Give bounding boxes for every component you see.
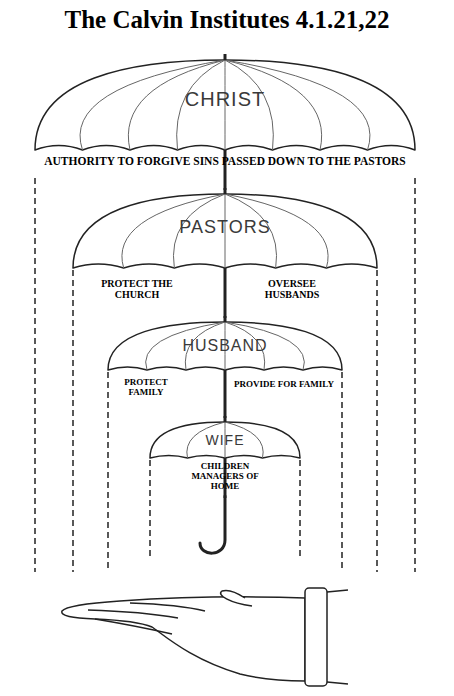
umbrella-label: CHRIST (3, 88, 447, 111)
dashed-line (299, 460, 301, 556)
umbrella-note: PROVIDE FOR FAMILY (228, 380, 340, 390)
hand-outline (62, 597, 305, 681)
umbrella-label: PASTORS (65, 217, 385, 238)
shirt-cuff (305, 588, 327, 686)
shaft-line (224, 403, 227, 418)
umbrella-note: PROTECT FAMILY (112, 378, 180, 398)
shaft-connector (225, 302, 226, 318)
diagram-title: The Calvin Institutes 4.1.21,22 (0, 6, 454, 34)
umbrella-node: HUSBAND PROTECT FAMILY PROVIDE FOR FAMILY (100, 318, 350, 403)
dashed-line (72, 270, 74, 572)
umbrella-note: PROTECT THE CHURCH (85, 278, 189, 300)
open-hand (62, 588, 348, 686)
umbrella-handle (200, 496, 225, 553)
finger-line (130, 603, 205, 611)
umbrella-node: WIFE CHILDREN MANAGERS OF HOME (143, 418, 307, 498)
dashed-line (34, 178, 36, 572)
umbrella-shaft (224, 370, 227, 403)
umbrella-shaft (224, 268, 227, 302)
finger-line (95, 619, 172, 634)
shaft-connector (225, 177, 226, 190)
dashed-line (341, 372, 343, 572)
umbrella-note: CHILDREN MANAGERS OF HOME (183, 462, 267, 492)
dashed-line (107, 372, 109, 572)
thumb (221, 590, 252, 606)
shaft-line (224, 302, 227, 318)
umbrella-node: PASTORS PROTECT THE CHURCH OVERSEE HUSBAND… (65, 190, 385, 302)
umbrella-tip (224, 54, 227, 60)
dashed-line (376, 270, 378, 572)
umbrella-node: CHRIST AUTHORITY TO FORGIVE SINS PASSED D… (3, 52, 447, 177)
umbrella-note: AUTHORITY TO FORGIVE SINS PASSED DOWN TO… (3, 155, 447, 168)
finger-line (88, 610, 178, 618)
umbrella-note: OVERSEE HUSBANDS (245, 278, 339, 300)
dashed-guides (35, 178, 415, 572)
dashed-line (414, 178, 416, 572)
sleeve-edge (327, 590, 348, 684)
dashed-line (149, 460, 151, 556)
umbrella-label: HUSBAND (100, 337, 350, 355)
shaft-line (224, 177, 227, 190)
shaft-connector (225, 403, 226, 418)
umbrella-label: WIFE (143, 432, 307, 448)
